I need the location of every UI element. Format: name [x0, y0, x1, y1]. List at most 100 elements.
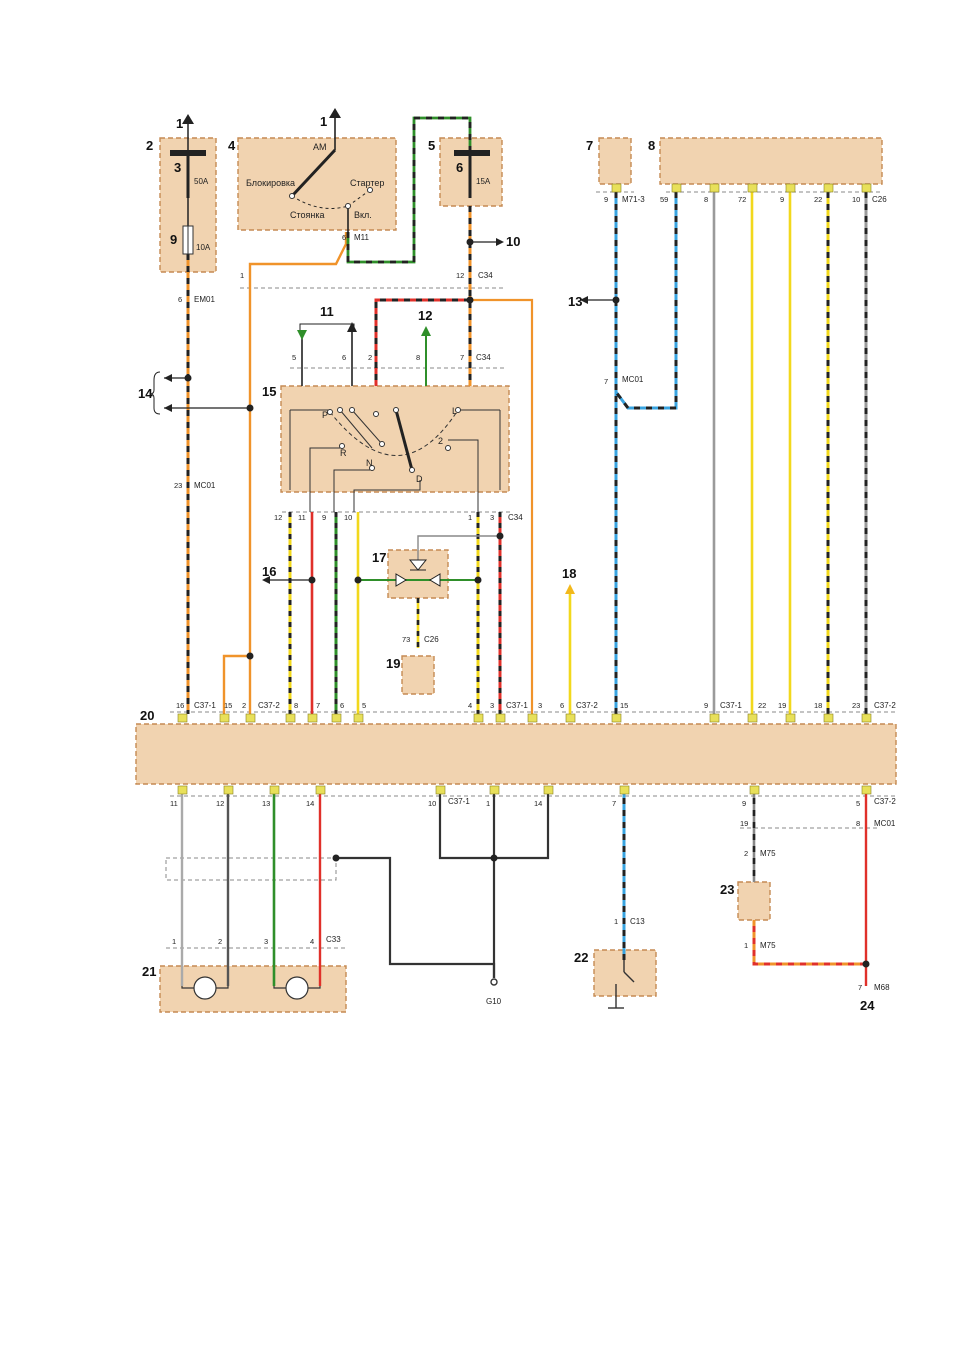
svg-text:14: 14 [534, 799, 542, 808]
svg-text:6: 6 [178, 295, 182, 304]
conn-c37-2-a: C37-2 [258, 701, 280, 710]
sel-r-label: R [340, 448, 347, 458]
svg-text:6: 6 [560, 701, 564, 710]
conn-mc01-b: MC01 [622, 375, 644, 384]
fuse-symbols [170, 150, 490, 255]
callout-10: 10 [506, 234, 520, 249]
svg-text:3: 3 [538, 701, 542, 710]
sel-l-label: L [452, 406, 457, 416]
ign-am-label: AM [313, 142, 327, 152]
module-8 [659, 137, 883, 185]
svg-text:12: 12 [274, 513, 282, 522]
range-switch-nodes [327, 407, 461, 473]
conn-c37-2-c: C37-2 [874, 701, 896, 710]
svg-text:12: 12 [216, 799, 224, 808]
callout-7: 7 [586, 138, 593, 153]
sel-d-label: D [416, 474, 423, 484]
svg-text:5: 5 [362, 701, 366, 710]
sel-2-label: 2 [438, 436, 443, 446]
svg-text:6: 6 [342, 353, 346, 362]
arrow-1b [329, 108, 341, 118]
svg-text:10: 10 [344, 513, 352, 522]
svg-text:13: 13 [262, 799, 270, 808]
svg-text:3: 3 [490, 701, 494, 710]
conn-m11: M11 [354, 233, 370, 242]
svg-text:2: 2 [744, 849, 748, 858]
svg-text:7: 7 [612, 799, 616, 808]
svg-text:1: 1 [468, 513, 472, 522]
conn-c34-c: C34 [508, 513, 523, 522]
fuse-6-rating: 15A [476, 177, 491, 186]
wire-orange-ign-a [222, 654, 252, 714]
svg-text:11: 11 [298, 513, 306, 522]
solenoid-diodes [395, 559, 441, 587]
callout-12: 12 [418, 308, 432, 323]
callout-19: 19 [386, 656, 400, 671]
svg-text:1: 1 [744, 941, 748, 950]
svg-text:7: 7 [460, 353, 464, 362]
conn-m75-a: M75 [760, 849, 776, 858]
conn-m71: M71-3 [622, 195, 645, 204]
conn-g10: G10 [486, 997, 502, 1006]
conn-em01: EM01 [194, 295, 215, 304]
svg-text:16: 16 [176, 701, 184, 710]
relay-23 [737, 881, 771, 921]
svg-text:3: 3 [490, 513, 494, 522]
svg-text:2: 2 [218, 937, 222, 946]
sel-n-label: N [366, 458, 373, 468]
svg-text:7: 7 [316, 701, 320, 710]
svg-text:10: 10 [428, 799, 436, 808]
svg-text:9: 9 [704, 701, 708, 710]
callout-6: 6 [456, 160, 463, 175]
callout-1a: 1 [176, 116, 183, 131]
svg-text:15: 15 [620, 701, 628, 710]
callout-2: 2 [146, 138, 153, 153]
callout-24: 24 [860, 998, 875, 1013]
conn-c37-1-a: C37-1 [194, 701, 216, 710]
svg-text:10: 10 [852, 195, 860, 204]
conn-c37-1-c: C37-1 [720, 701, 742, 710]
control-unit-20 [135, 723, 897, 785]
svg-text:19: 19 [740, 819, 748, 828]
svg-text:11: 11 [170, 799, 178, 808]
svg-text:15: 15 [224, 701, 232, 710]
svg-text:1: 1 [172, 937, 176, 946]
svg-text:7: 7 [858, 983, 862, 992]
callout-5: 5 [428, 138, 435, 153]
wire-orange-right [470, 298, 534, 714]
callout-22: 22 [574, 950, 588, 965]
svg-text:5: 5 [856, 799, 860, 808]
wire-red-switch [374, 298, 470, 386]
svg-text:6: 6 [342, 233, 346, 242]
callout-3: 3 [174, 160, 181, 175]
ignition-switch-box [237, 137, 397, 231]
svg-text:22: 22 [758, 701, 766, 710]
conn-c37-1-d: C37-1 [448, 797, 470, 806]
svg-text:22: 22 [814, 195, 822, 204]
callout-1b: 1 [320, 114, 327, 129]
svg-text:8: 8 [294, 701, 298, 710]
conn-c37-1-b: C37-1 [506, 701, 528, 710]
conn-mc01-a: MC01 [194, 481, 216, 490]
svg-text:14: 14 [306, 799, 314, 808]
conn-m68: M68 [874, 983, 890, 992]
callout-9: 9 [170, 232, 177, 247]
svg-text:6: 6 [340, 701, 344, 710]
conn-c34-a: C34 [478, 271, 493, 280]
fuse-3-rating: 50A [194, 177, 209, 186]
conn-mc01-c: MC01 [874, 819, 896, 828]
svg-text:8: 8 [416, 353, 420, 362]
brace-14 [149, 371, 161, 415]
callout-8: 8 [648, 138, 655, 153]
ignition-nodes [289, 187, 373, 209]
svg-text:4: 4 [310, 937, 314, 946]
range-switch-internals [289, 409, 501, 512]
svg-text:2: 2 [368, 353, 372, 362]
conn-c26-a: C26 [872, 195, 887, 204]
ign-lock-label: Блокировка [246, 178, 295, 188]
wires-switch-ecu [270, 512, 502, 714]
pin-numbers: 6 1 6 23 12 5 6 2 8 7 12 11 9 10 1 3 73 … [170, 195, 862, 992]
svg-text:1: 1 [486, 799, 490, 808]
conn-c33: C33 [326, 935, 341, 944]
arrow-16 [262, 576, 270, 584]
